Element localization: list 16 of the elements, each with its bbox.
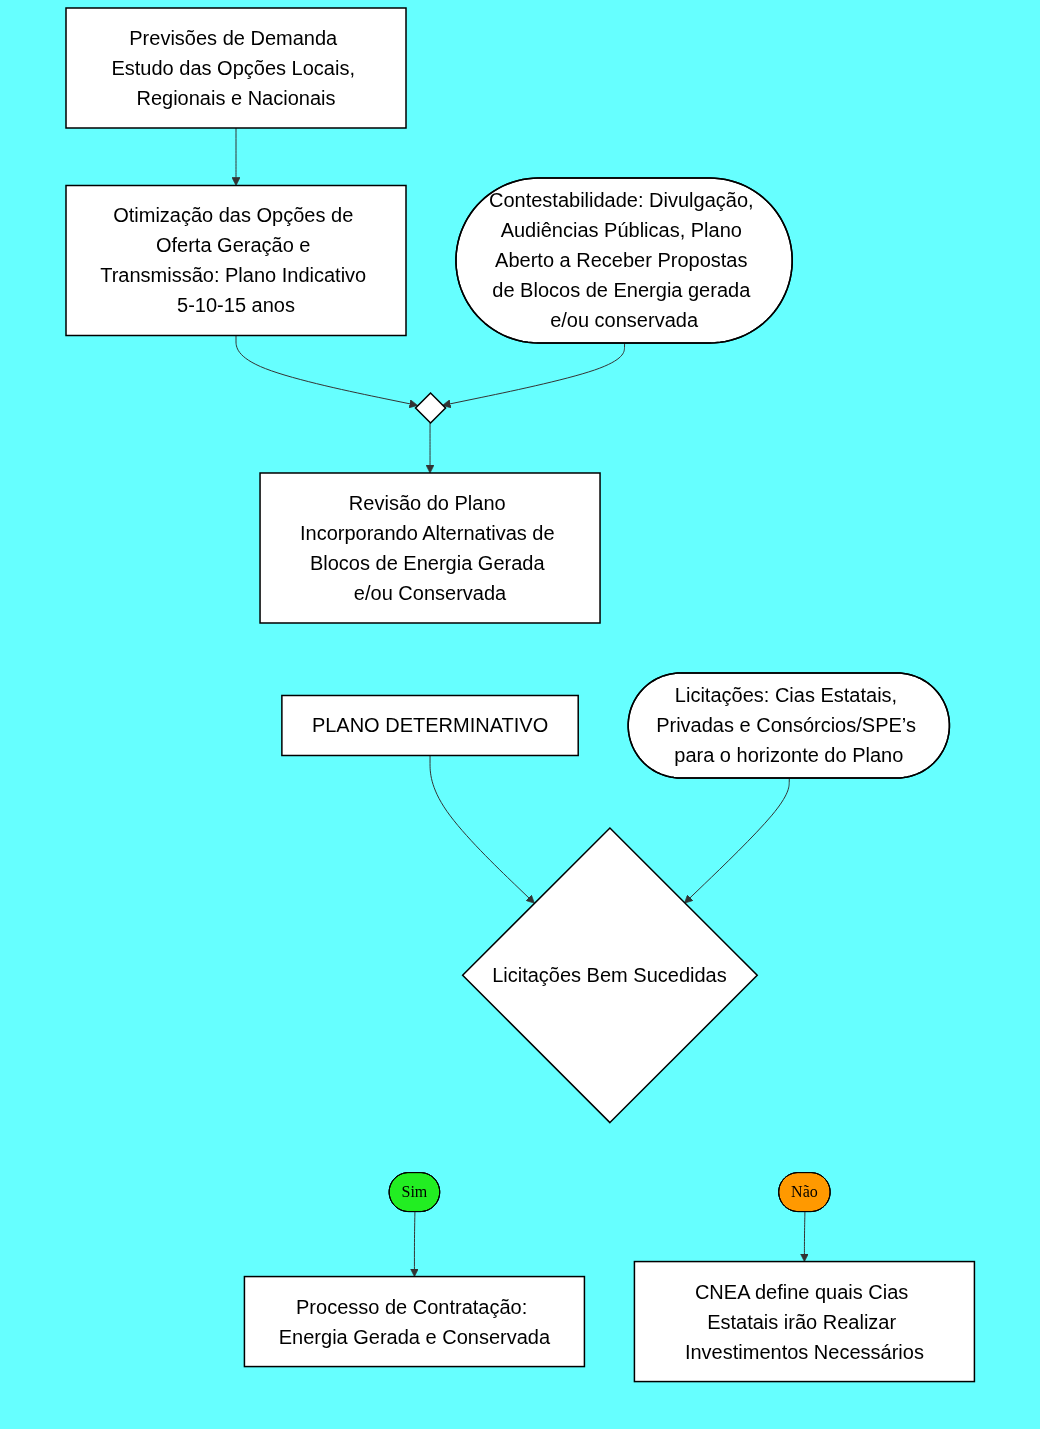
arrow (409, 1211, 419, 1277)
node-box: Revisão do Plano Incorporando Alternativas de Blocos de Energia Gerada e/ou Conservada (259, 472, 601, 624)
arrow (799, 1211, 809, 1262)
node-box: Processo de Contratação: Energia Gerada e Conservada (243, 1275, 585, 1368)
node-diamond: Licitações Bem Sucedidas (461, 826, 759, 1124)
arrow (441, 343, 625, 409)
node-box: CNEA define quais Cias Estatais irão Realizar Investimentos Necessários (633, 1260, 975, 1383)
arrow (231, 127, 241, 186)
node-box: Otimização das Opções de Oferta Geração e Transmissão: Plano Indicativo 5-10-15 anos (65, 184, 407, 337)
arrow (683, 778, 790, 904)
node-box: Previsões de Demanda Estudo das Opções Locais, Regionais e Nacionais (65, 7, 407, 129)
arrow (235, 335, 418, 409)
arrow (425, 422, 435, 474)
arrow (429, 755, 535, 904)
node-box: PLANO DETERMINATIVO (280, 694, 579, 757)
node-diamond (414, 391, 447, 425)
